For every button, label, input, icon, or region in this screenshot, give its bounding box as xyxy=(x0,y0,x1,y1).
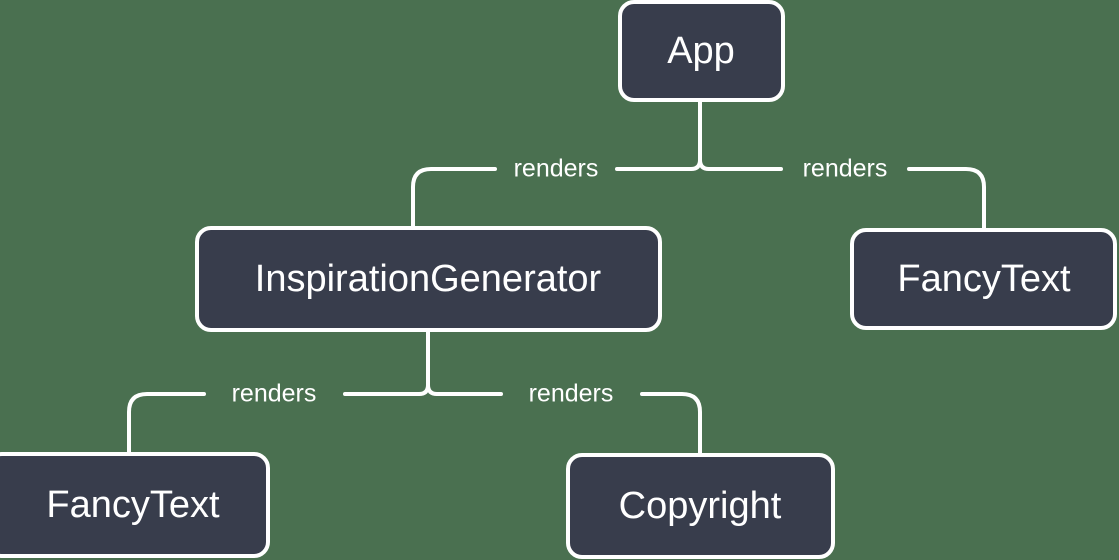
node-copyright[interactable]: Copyright xyxy=(566,453,835,559)
node-app[interactable]: App xyxy=(618,0,785,102)
edge-inspgen-copyright-right-segment xyxy=(640,392,702,457)
edge-label-group: renders renders renders renders xyxy=(232,155,888,408)
node-app-label: App xyxy=(667,30,735,72)
node-fancytext-right-box[interactable] xyxy=(850,228,1117,330)
edge-label-inspgen-fancytext: renders xyxy=(232,380,317,408)
edge-app-stem-right xyxy=(698,98,711,171)
edge-label-app-inspgen: renders xyxy=(514,155,599,183)
edge-inspgen-stem-right xyxy=(426,328,439,396)
edge-label-app-fancytext: renders xyxy=(803,155,888,183)
edge-group xyxy=(127,98,986,457)
node-inspirationgenerator[interactable]: InspirationGenerator xyxy=(195,226,662,332)
node-fancytext-right[interactable]: FancyText xyxy=(850,228,1117,330)
node-inspirationgenerator-box[interactable] xyxy=(195,226,662,332)
node-fancytext-left[interactable]: FancyText xyxy=(0,452,270,558)
node-fancytext-right-label: FancyText xyxy=(897,258,1071,300)
node-app-box[interactable] xyxy=(618,0,785,102)
edge-app-inspgen-right-segment xyxy=(411,167,497,230)
node-fancytext-left-label: FancyText xyxy=(46,484,220,526)
edge-label-inspgen-copyright: renders xyxy=(529,380,614,408)
edge-inspgen-fancyleft-left-segment xyxy=(127,392,206,456)
node-copyright-box[interactable] xyxy=(566,453,835,559)
node-fancytext-left-box[interactable] xyxy=(0,452,270,558)
edge-app-fancyright-right-segment xyxy=(907,167,986,232)
node-copyright-label: Copyright xyxy=(619,485,782,527)
node-inspirationgenerator-label: InspirationGenerator xyxy=(255,258,602,300)
